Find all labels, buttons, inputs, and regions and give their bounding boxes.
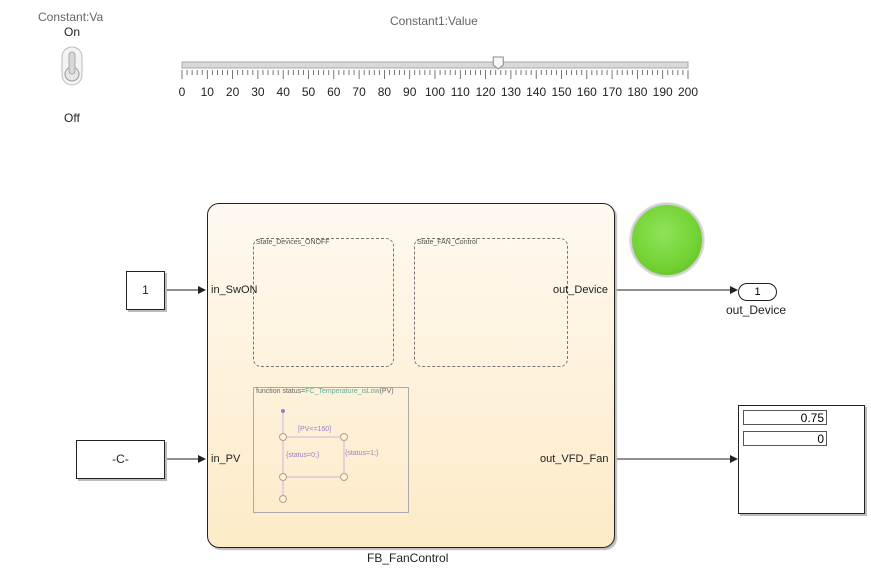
slider-track[interactable] [181, 61, 689, 69]
slider-tick-label: 160 [577, 85, 597, 99]
input-port-pv: in_PV [211, 453, 241, 465]
slider-tick-label: 30 [251, 85, 265, 99]
function-keyword: function [256, 388, 281, 395]
state-devices-onoff[interactable]: State_Devices_ONOFF [253, 238, 394, 367]
slider-tick-label: 90 [403, 85, 417, 99]
slider-tick-label: 50 [302, 85, 316, 99]
status-lamp[interactable] [630, 203, 704, 277]
slider-tick-label: 120 [476, 85, 496, 99]
toggle-switch[interactable] [61, 46, 83, 86]
toggle-on-label: On [64, 25, 81, 39]
slider-tick-label: 40 [277, 85, 291, 99]
transition-condition: [PV<=160] [298, 426, 332, 433]
slider-tick-labels: 0 10 20 30 40 50 60 70 80 90 100 110 120 130 140 150 160… [179, 85, 699, 99]
outport-block[interactable]: 1 [738, 283, 777, 301]
function-output: status= [282, 388, 306, 395]
slider[interactable]: 0 10 20 30 40 50 60 70 80 90 100 110 120 130 140 150 160… [170, 54, 710, 104]
slider-tick-label: 20 [226, 85, 240, 99]
slider-ticks [181, 70, 689, 79]
graphical-function-box[interactable]: function status=FC_Temperature_isLow(PV)… [253, 387, 409, 513]
constant-block-1[interactable]: 1 [126, 271, 165, 310]
constant-block-c[interactable]: -C- [76, 440, 165, 479]
state-fan-label: State_FAN_Control [417, 239, 478, 246]
slider-tick-label: 0 [179, 85, 186, 99]
function-name: FC_Temperature_isLow [305, 388, 380, 395]
slider-tick-label: 60 [327, 85, 341, 99]
state-devices-label: State_Devices_ONOFF [256, 239, 330, 246]
slider-tick-label: 10 [201, 85, 215, 99]
slider-tick-label: 150 [551, 85, 571, 99]
display-value-2: 0 [743, 431, 827, 446]
slider-tick-label: 130 [501, 85, 521, 99]
toggle-switch-title: Constant:Va [38, 10, 104, 24]
chart-block-name: FB_FanControl [367, 551, 449, 565]
slider-tick-label: 80 [378, 85, 392, 99]
display-value-1: 0.75 [743, 410, 827, 425]
slider-tick-label: 180 [627, 85, 647, 99]
display-block[interactable]: 0.75 0 [738, 405, 865, 514]
slider-title: Constant1:Value [390, 14, 478, 28]
slider-tick-label: 140 [526, 85, 546, 99]
function-signature: function status=FC_Temperature_isLow(PV) [256, 388, 394, 395]
slider-thumb[interactable] [492, 56, 504, 70]
slider-tick-label: 110 [451, 85, 470, 99]
slider-tick-label: 190 [653, 85, 673, 99]
slider-tick-label: 100 [425, 85, 445, 99]
output-port-device: out_Device [553, 284, 609, 296]
toggle-off-label: Off [64, 111, 80, 125]
function-args: (PV) [379, 388, 394, 395]
transition-action-false: {status=0;} [286, 452, 320, 459]
input-port-swon: in_SwON [211, 284, 258, 296]
slider-tick-label: 170 [602, 85, 622, 99]
slider-tick-label: 200 [678, 85, 698, 99]
slider-tick-label: 70 [352, 85, 366, 99]
function-flow-diagram [279, 409, 348, 503]
output-port-vfd-fan: out_VFD_Fan [540, 453, 609, 465]
chart-block[interactable] [207, 203, 615, 548]
outport-label: out_Device [726, 303, 787, 317]
transition-action-true: {status=1;} [345, 450, 379, 457]
state-fan-control[interactable]: State_FAN_Control [414, 238, 568, 367]
